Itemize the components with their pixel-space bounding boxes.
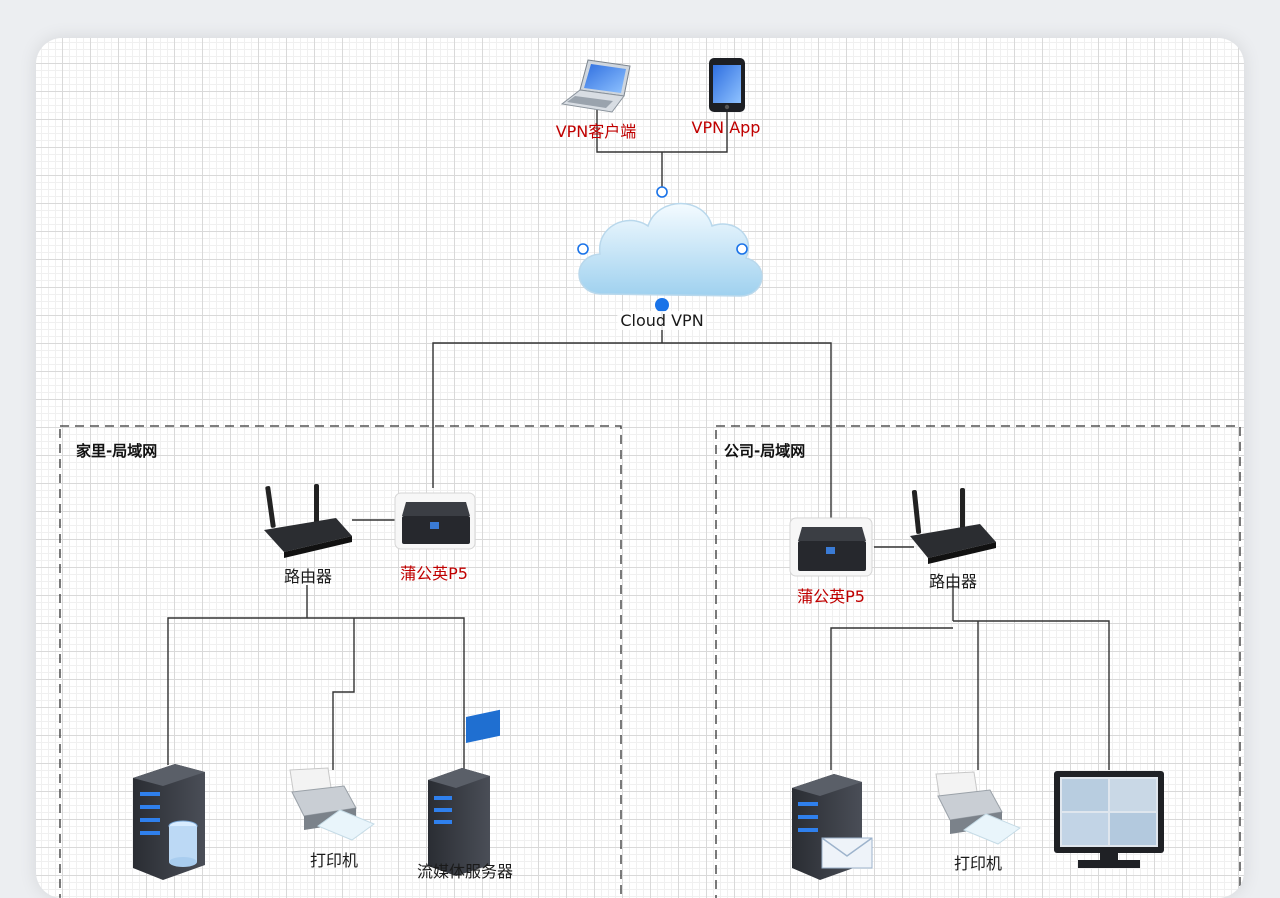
- home-gateway-label: 蒲公英P5: [400, 564, 468, 583]
- office-mail-server-icon: [792, 774, 873, 880]
- office-lan-boundary: [715, 425, 1241, 898]
- office-router-label: 路由器: [928, 572, 978, 591]
- office-lan-title: 公司-局域网: [724, 442, 806, 460]
- home-router-label: 路由器: [283, 567, 333, 586]
- vpn-client-label: VPN客户端: [555, 122, 637, 141]
- laptop-icon: [560, 59, 631, 113]
- office-printer-icon: [935, 771, 1022, 845]
- network-topology-diagram: [59, 58, 1241, 898]
- phone-icon: [709, 58, 745, 112]
- office-p5-gateway-icon: [789, 517, 873, 577]
- office-printer-label: 打印机: [953, 854, 1003, 873]
- home-lan-title: 家里-局域网: [76, 442, 158, 460]
- home-printer-icon: [289, 767, 376, 841]
- office-gateway-label: 蒲公英P5: [797, 587, 865, 606]
- connection-lines: [167, 110, 1110, 770]
- home-printer-label: 打印机: [309, 851, 359, 870]
- cloud-connection-points[interactable]: [577, 186, 748, 312]
- vpn-app-label: VPN App: [691, 118, 761, 137]
- home-lan-boundary: [59, 425, 622, 898]
- home-media-server-label: 流媒体服务器: [416, 862, 514, 881]
- home-media-server-icon: [428, 709, 500, 876]
- home-p5-gateway-icon: [394, 492, 476, 550]
- diagram-canvas: VPN客户端 VPN App Cloud VPN 家里-局域网 公司-局域网 路…: [36, 38, 1244, 898]
- home-database-server-icon: [133, 764, 205, 880]
- home-router-icon: [264, 484, 352, 558]
- cloud-vpn-label: Cloud VPN: [617, 311, 707, 330]
- office-video-monitor-icon: [1054, 771, 1164, 868]
- cloud-icon: [578, 202, 763, 297]
- office-router-icon: [910, 488, 996, 564]
